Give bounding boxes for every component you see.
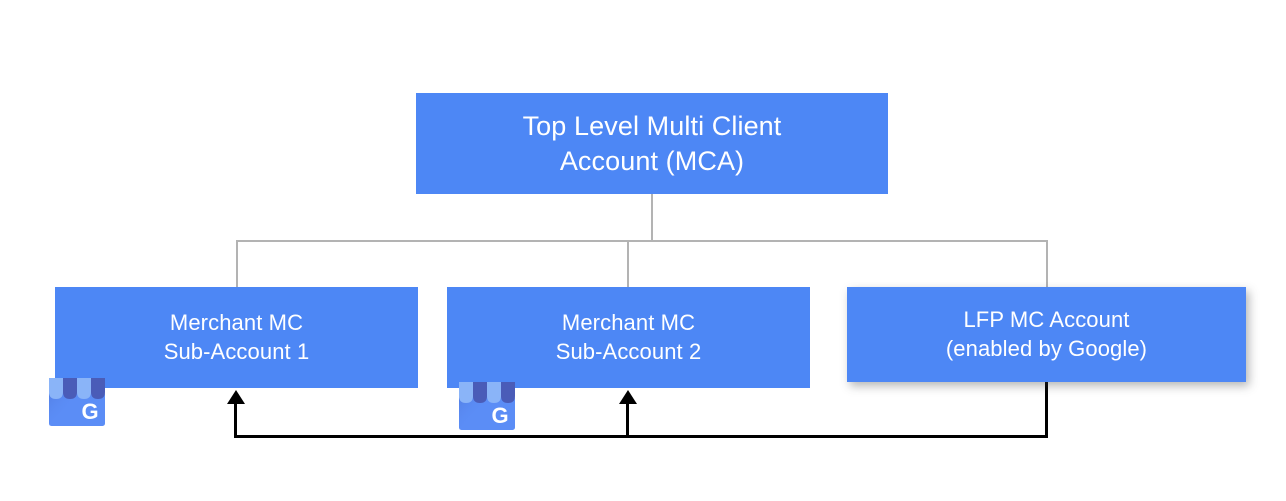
google-business-profile-store-icon: G (459, 382, 515, 430)
feed-arrow-horizontal-path (234, 435, 1048, 438)
node-top-level-mca-label: Top Level Multi Client Account (MCA) (522, 110, 782, 176)
node-lfp-mc-account-label: LFP MC Account (enabled by Google) (945, 307, 1148, 361)
feed-arrowhead-merchant-1 (227, 390, 245, 404)
feed-arrow-riser-from-lfp (1045, 382, 1048, 436)
node-top-level-mca[interactable]: Top Level Multi Client Account (MCA) (416, 93, 888, 194)
connector-drop-merchant-1 (236, 240, 238, 288)
feed-arrow-riser-to-merchant-1 (234, 399, 237, 436)
feed-arrowhead-merchant-2 (619, 390, 637, 404)
feed-arrow-riser-to-merchant-2 (626, 399, 629, 436)
node-merchant-sub-account-2-label: Merchant MC Sub-Account 2 (555, 310, 702, 364)
connector-mca-to-bus (651, 194, 653, 242)
node-merchant-sub-account-1-label: Merchant MC Sub-Account 1 (163, 310, 310, 364)
node-lfp-mc-account[interactable]: LFP MC Account (enabled by Google) (847, 287, 1246, 382)
node-merchant-sub-account-2[interactable]: Merchant MC Sub-Account 2 (447, 287, 810, 388)
google-business-profile-store-icon: G (49, 378, 105, 426)
connector-horizontal-bus (236, 240, 1048, 242)
gbp-g-glyph: G (81, 399, 98, 424)
connector-drop-lfp (1046, 240, 1048, 288)
connector-drop-merchant-2 (627, 240, 629, 288)
gbp-g-glyph: G (491, 403, 508, 428)
node-merchant-sub-account-1[interactable]: Merchant MC Sub-Account 1 (55, 287, 418, 388)
